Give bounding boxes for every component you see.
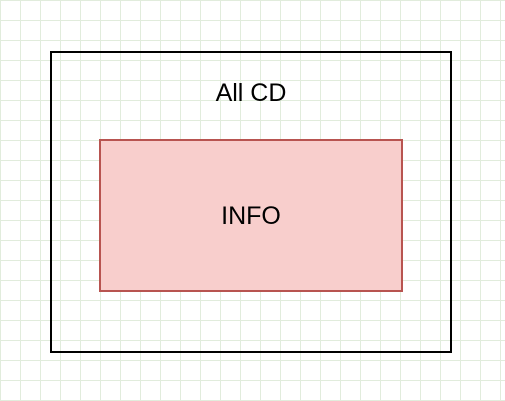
info-box[interactable]: INFO: [99, 139, 403, 292]
info-label: INFO: [221, 201, 281, 230]
all-cd-container[interactable]: All CD: [50, 51, 452, 353]
all-cd-label: All CD: [215, 79, 287, 107]
